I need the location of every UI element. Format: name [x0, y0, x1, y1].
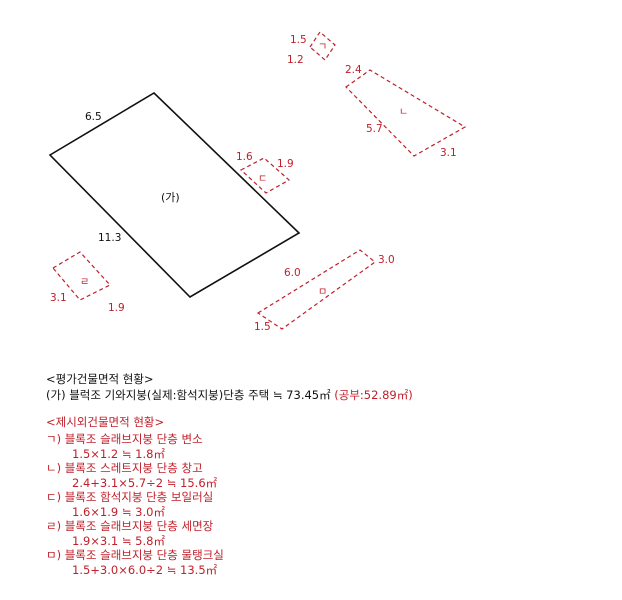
excluded-item-title: ㄱ) 블록조 슬래브지붕 단층 변소 [46, 432, 203, 446]
excluded-item-formula: 2.4+3.1×5.7÷2 ≒ 15.6㎡ [72, 476, 218, 490]
excluded-heading: <제시외건물면적 현황> [46, 415, 165, 429]
annex-ni-outline [345, 69, 467, 157]
annex-di-label: ㄷ [258, 174, 267, 185]
summary-heading: <평가건물면적 현황> [46, 372, 154, 386]
building-plan: (가) 6.5 11.3 ㄱ 1.5 1.2 ㄴ 2.4 5.7 3.1 ㄷ 1… [48, 31, 467, 333]
annex-mi-outline [256, 249, 376, 330]
excluded-item-formula: 1.6×1.9 ≒ 3.0㎡ [72, 505, 165, 519]
annex-mi-dim-3: 1.5 [254, 321, 271, 333]
excluded-item-title: ㄷ) 블록조 함석지붕 단층 보일러실 [46, 490, 214, 504]
annex-ri-dim-1: 3.1 [50, 292, 67, 304]
annex-di-dim-2: 1.9 [277, 158, 294, 170]
annex-mi-label: ㅁ [318, 287, 327, 298]
summary-main-note: (공부:52.89㎡) [334, 388, 413, 402]
excluded-item-formula: 1.5×1.2 ≒ 1.8㎡ [72, 447, 165, 461]
main-building-label: (가) [161, 191, 180, 204]
annex-ri-label: ㄹ [80, 277, 89, 288]
excluded-item-formula: 1.5+3.0×6.0÷2 ≒ 13.5㎡ [72, 563, 218, 577]
summary-main-row: (가) 블럭조 기와지붕(실제:함석지붕)단층 주택 ≒ 73.45㎡ (공부:… [46, 388, 413, 402]
annex-ri-dim-2: 1.9 [108, 302, 125, 314]
excluded-item-title: ㅁ) 블록조 슬래브지붕 단층 물탱크실 [46, 548, 224, 562]
main-building-outline [48, 91, 301, 299]
annex-di-dim-1: 1.6 [236, 151, 253, 163]
annex-ni-dim-3: 3.1 [440, 147, 457, 159]
annex-gi-dim-2: 1.2 [287, 54, 304, 66]
annex-mi-dim-1: 3.0 [378, 254, 395, 266]
summary-main-line: (가) 블럭조 기와지붕(실제:함석지붕)단층 주택 ≒ 73.45㎡ [46, 388, 331, 402]
annex-gi-outline [309, 31, 336, 61]
annex-ni-dim-2: 5.7 [366, 123, 383, 135]
excluded-item-formula: 1.9×3.1 ≒ 5.8㎡ [72, 534, 165, 548]
main-dim-top: 6.5 [85, 111, 102, 123]
annex-di-outline [239, 157, 291, 194]
main-dim-side: 11.3 [98, 232, 121, 244]
annex-mi-dim-2: 6.0 [284, 267, 301, 279]
annex-gi-dim-1: 1.5 [290, 34, 307, 46]
annex-gi-label: ㄱ [318, 42, 327, 53]
annex-ni-label: ㄴ [399, 107, 408, 118]
annex-ni-dim-1: 2.4 [345, 64, 362, 76]
excluded-item-title: ㄴ) 블록조 스레트지붕 단층 창고 [46, 461, 203, 475]
excluded-item-title: ㄹ) 블록조 슬래브지붕 단층 세면장 [46, 519, 214, 533]
